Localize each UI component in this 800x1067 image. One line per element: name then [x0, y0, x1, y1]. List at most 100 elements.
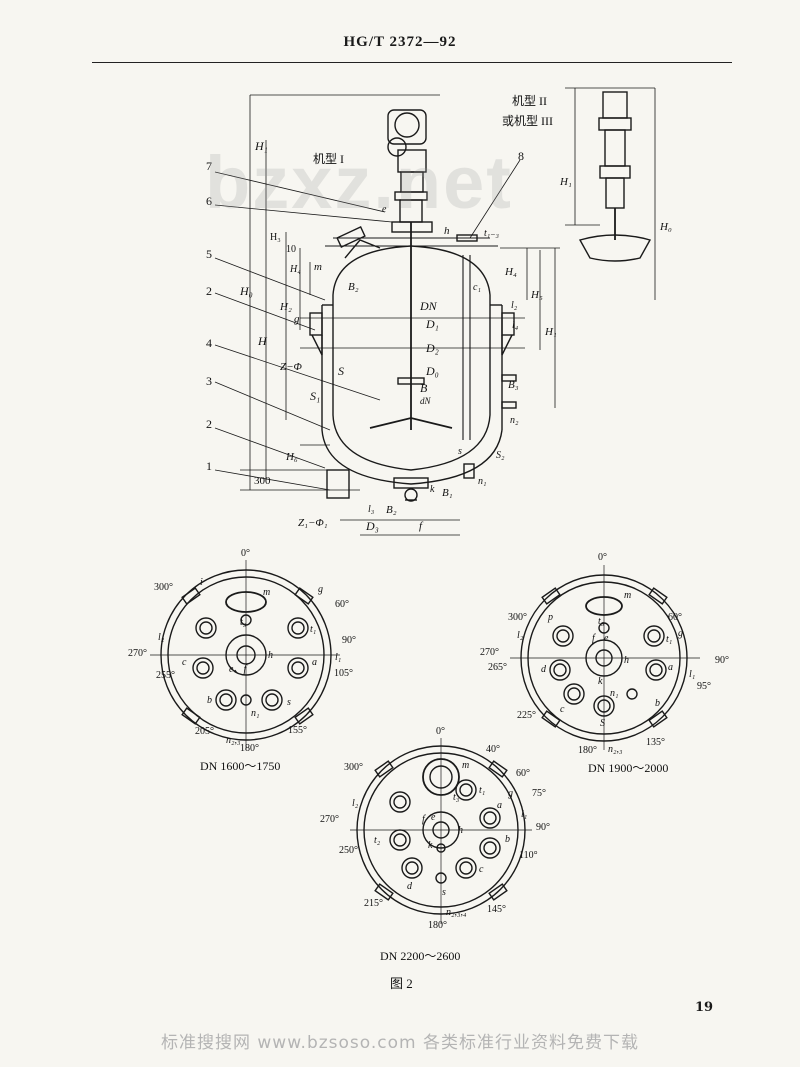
caption-dn1900: DN 1900～2000: [588, 761, 668, 775]
pv2-angle-95: 95°: [697, 681, 711, 692]
label-D0: D₀: [425, 364, 439, 378]
label-H4-right: H₄: [504, 266, 517, 278]
pv2-nozzle-t3: t₃: [598, 616, 605, 627]
label-l4: l₄: [512, 320, 519, 331]
label-H2: H₂: [279, 301, 292, 313]
pv2-nozzle-S: S: [600, 718, 605, 729]
pv2-angle-180: 180°: [578, 745, 597, 756]
callout-5: 5: [206, 247, 212, 261]
caption-dn1600: DN 1600～1750: [200, 759, 280, 773]
pv1-nozzle-n1: n₁: [251, 708, 259, 719]
label-D3: D₃: [365, 519, 379, 533]
pv3-nozzle-a: a: [497, 800, 502, 811]
pv3-angle-40: 40°: [486, 744, 500, 755]
label-l3: l₃: [368, 504, 375, 515]
callout-1: 1: [206, 459, 212, 473]
label-h: h: [444, 225, 450, 237]
label-H: H: [257, 334, 268, 348]
pv3-angle-215: 215°: [364, 898, 383, 909]
pv1-nozzle-a: a: [312, 657, 317, 668]
pv3-nozzle-l2: l₂: [352, 798, 359, 809]
watermark: bzxz.net: [205, 141, 513, 224]
pv1-angle-205: 205°: [195, 726, 214, 737]
label-c1: c₁: [473, 282, 481, 293]
plan-view-dn1600: [150, 560, 340, 750]
pv3-nozzle-t1: t₁: [479, 785, 485, 796]
pv2-angle-265: 265°: [488, 662, 507, 673]
label-dN: dN: [420, 396, 432, 406]
machine-type-2-label: 机型 II: [512, 94, 547, 108]
label-t: t₁₋₃: [484, 228, 500, 239]
motor-type-2-3: [565, 87, 656, 300]
pv3-angle-270: 270°: [320, 814, 339, 825]
gear-wheel: [387, 137, 407, 157]
label-H0-motor: H₀: [659, 221, 672, 233]
impeller-blade: [369, 417, 453, 429]
label-B1: B₁: [442, 487, 453, 499]
pv2-angle-0: 0°: [598, 552, 607, 563]
label-D2: D₂: [425, 341, 439, 355]
pv2-nozzle-d: d: [541, 664, 547, 675]
label-Z1-phi1: Z₁−Φ₁: [298, 517, 328, 529]
pv1-angle-180: 180°: [240, 743, 259, 754]
figure-caption: 图 2: [390, 976, 413, 991]
label-Z-phi: Z−Φ: [280, 361, 303, 373]
pv2-nozzle-k: k: [598, 676, 603, 687]
pv1-angle-300: 300°: [154, 582, 173, 593]
machine-type-1-label: 机型 I: [313, 152, 344, 166]
callout-2b: 2: [206, 417, 212, 431]
pv2-angle-60: 60°: [668, 612, 682, 623]
pv1-angle-255: 255°: [156, 670, 175, 681]
label-300: 300: [254, 475, 271, 487]
callout-6: 6: [206, 194, 212, 208]
pv2-nozzle-e: e: [604, 633, 609, 644]
label-H4: H₄: [289, 264, 301, 275]
label-f: f: [419, 520, 424, 532]
label-k: k: [430, 484, 435, 495]
label-H0: H₀: [239, 284, 253, 298]
pv3-angle-90: 90°: [536, 822, 550, 833]
label-n1: n₁: [478, 476, 486, 487]
callout-4: 4: [206, 336, 212, 350]
pv1-nozzle-ef: e、f: [229, 664, 247, 675]
pv3-nozzle-d: d: [407, 881, 413, 892]
caption-dn2200: DN 2200～2600: [380, 949, 460, 963]
pv3-nozzle-e: e: [431, 812, 436, 823]
label-H1-right: H₁: [544, 326, 557, 338]
pv1-nozzle-t1: t₁: [310, 624, 316, 635]
pv3-nozzle-c: c: [479, 864, 484, 875]
pv3-angle-300: 300°: [344, 762, 363, 773]
vessel-bottom-head: [332, 414, 491, 471]
standard-code-header: HG/T 2372—92: [343, 34, 457, 50]
pv2-nozzle-l2: l₂: [517, 630, 524, 641]
pv1-nozzle-l2: l₂: [158, 632, 165, 643]
pv1-nozzle-c: c: [182, 657, 187, 668]
label-DN: DN: [419, 299, 438, 313]
label-S: S: [338, 364, 344, 378]
plan-view-dn1900: [510, 565, 700, 750]
pv1-nozzle-t3: t₃: [240, 617, 247, 628]
pv3-nozzle-n234: n₂,₃,₄: [446, 907, 467, 918]
label-S1: S₁: [310, 389, 320, 403]
pv2-nozzle-b: b: [655, 698, 660, 709]
pv3-angle-145: 145°: [487, 904, 506, 915]
pv2-nozzle-n1: n₁: [610, 688, 618, 699]
pv2-nozzle-h: h: [624, 655, 629, 666]
label-s: s: [458, 446, 462, 457]
pv3-angle-0: 0°: [436, 726, 445, 737]
pv2-angle-300: 300°: [508, 612, 527, 623]
pv3-angle-75: 75°: [532, 788, 546, 799]
pv1-nozzle-h: h: [268, 650, 273, 661]
pv3-nozzle-g: g: [508, 788, 513, 799]
pv2-nozzle-a: a: [668, 662, 673, 673]
support-lug-left: [309, 312, 323, 336]
header-rule: [92, 62, 732, 63]
pv3-nozzle-m: m: [462, 760, 469, 771]
pv1-angle-155: 155°: [288, 725, 307, 736]
pv2-angle-225: 225°: [517, 710, 536, 721]
label-H1-motor: H₁: [559, 176, 572, 188]
pv1-nozzle-s: s: [287, 697, 291, 708]
label-S2: S₂: [496, 450, 505, 461]
page-number: 19: [695, 1000, 714, 1015]
label-n2: n₂: [510, 415, 519, 426]
